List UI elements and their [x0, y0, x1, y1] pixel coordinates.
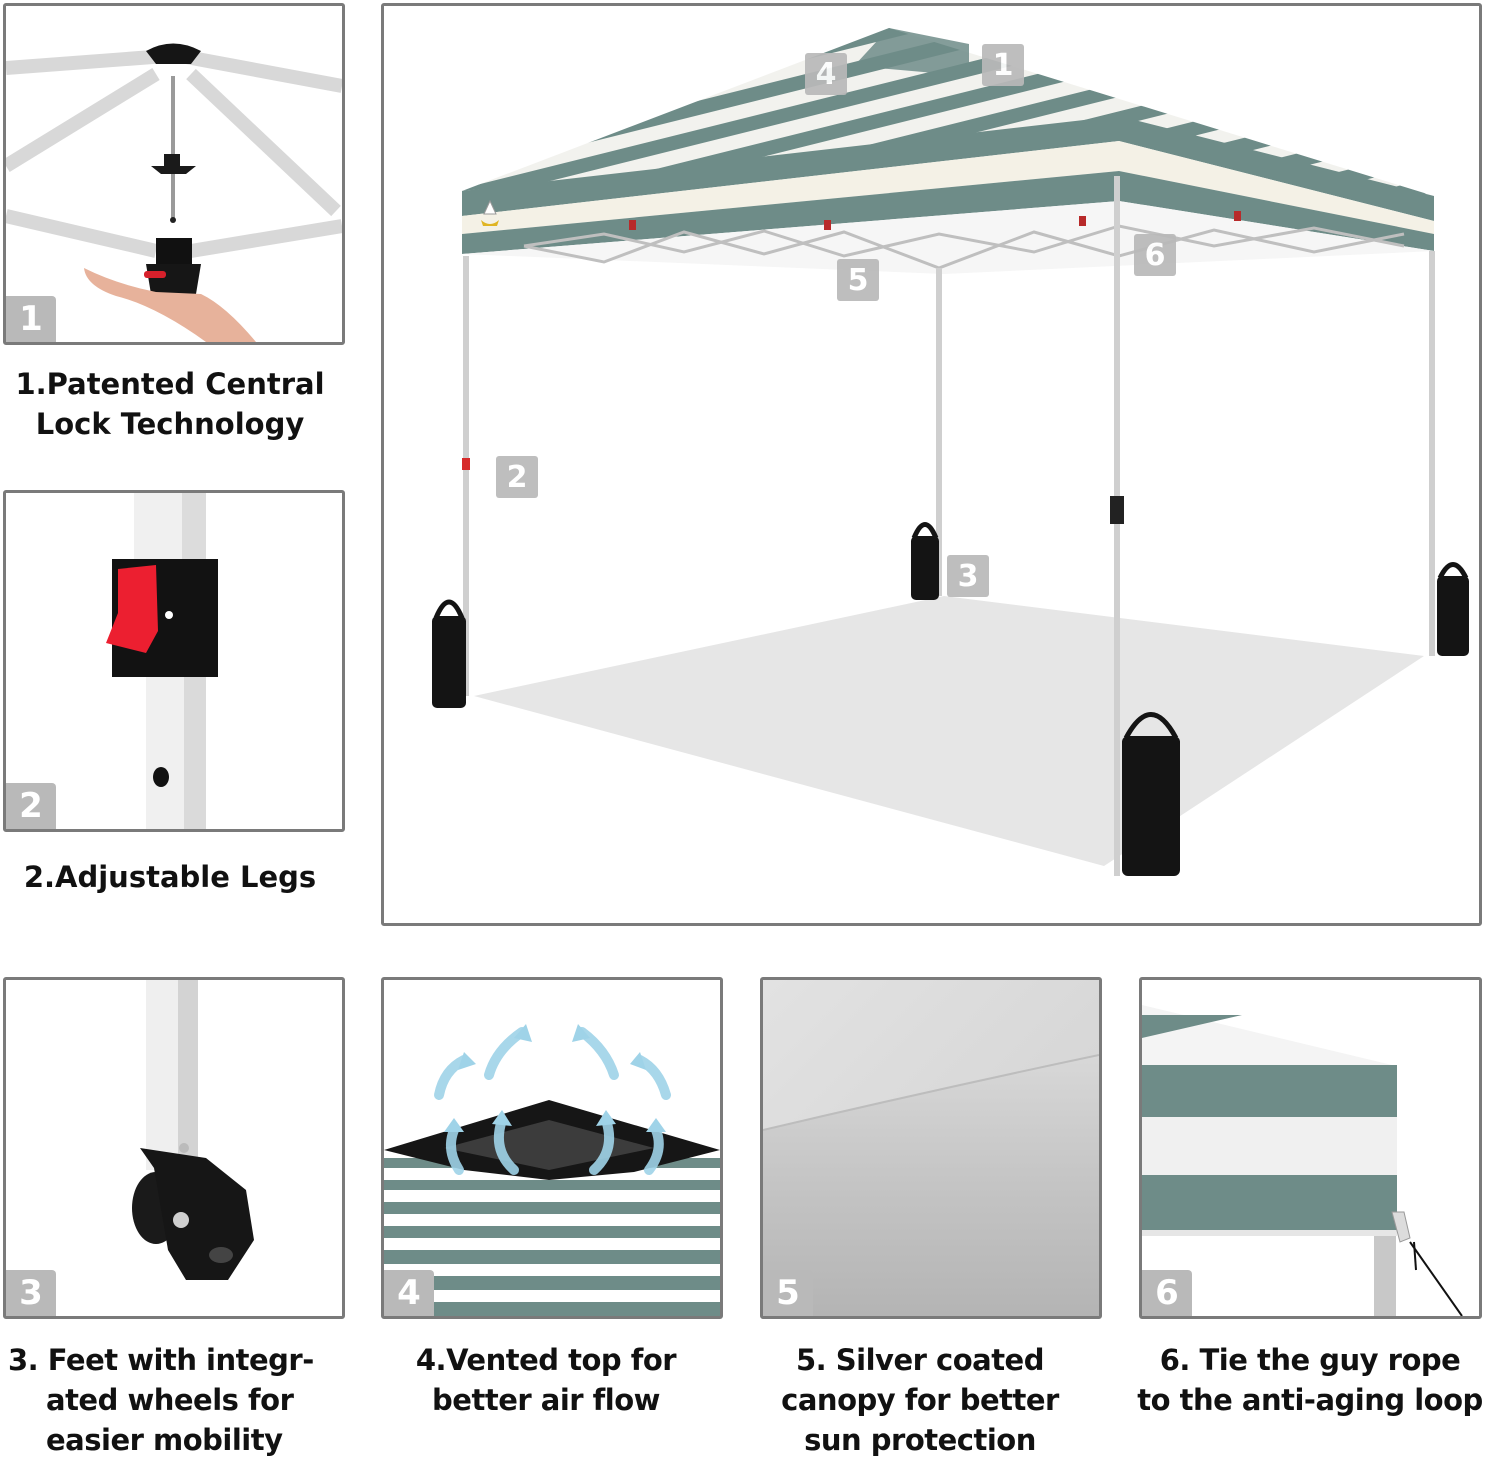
silver-fabric-illustration — [763, 980, 1099, 1316]
feature-panel-silver-coated: 5 — [760, 977, 1102, 1319]
callout-badge-guy-loop: 6 — [1134, 234, 1176, 276]
feature-caption-silver-coated: 5. Silver coated canopy for better sun p… — [781, 1343, 1059, 1457]
feature-caption-adjustable-legs: 2.Adjustable Legs — [23, 860, 317, 894]
feature-number-badge: 5 — [763, 1270, 813, 1316]
feature-number-badge: 3 — [6, 1270, 56, 1316]
callout-badge-central-lock: 1 — [982, 44, 1024, 86]
feature-panel-vented-top: 4 — [381, 977, 723, 1319]
callout-badge-canopy: 5 — [837, 259, 879, 301]
callout-badge-vent: 4 — [805, 53, 847, 95]
feature-number-badge: 1 — [6, 296, 56, 342]
foot-wheel-illustration — [132, 980, 254, 1280]
callout-badge-legs: 2 — [496, 456, 538, 498]
feature-number-badge: 2 — [6, 783, 56, 829]
feature-panel-central-lock: 1 — [3, 3, 345, 345]
feature-caption-vented-top: 4.Vented top for better air flow — [415, 1343, 677, 1417]
adjustable-leg-illustration — [106, 493, 218, 829]
feature-number-badge: 6 — [1142, 1270, 1192, 1316]
main-canopy-image: 4 1 5 6 2 3 — [381, 3, 1482, 926]
feature-caption-central-lock: 1.Patented Central Lock Technology — [15, 367, 325, 441]
feature-caption-guy-rope-loop: 6. Tie the guy rope to the anti-aging lo… — [1137, 1343, 1483, 1417]
feature-panel-feet-wheels: 3 — [3, 977, 345, 1319]
vented-top-illustration — [384, 1024, 720, 1316]
feature-panel-adjustable-legs: 2 — [3, 490, 345, 832]
guy-rope-loop-illustration — [1142, 1005, 1463, 1316]
feature-number-badge: 4 — [384, 1270, 434, 1316]
callout-badge-feet: 3 — [947, 555, 989, 597]
feature-panel-guy-rope-loop: 6 — [1139, 977, 1482, 1319]
canopy-tent-illustration — [432, 28, 1469, 876]
central-lock-illustration — [6, 43, 342, 342]
feature-caption-feet-wheels: 3. Feet with integr- ated wheels for eas… — [8, 1343, 314, 1457]
